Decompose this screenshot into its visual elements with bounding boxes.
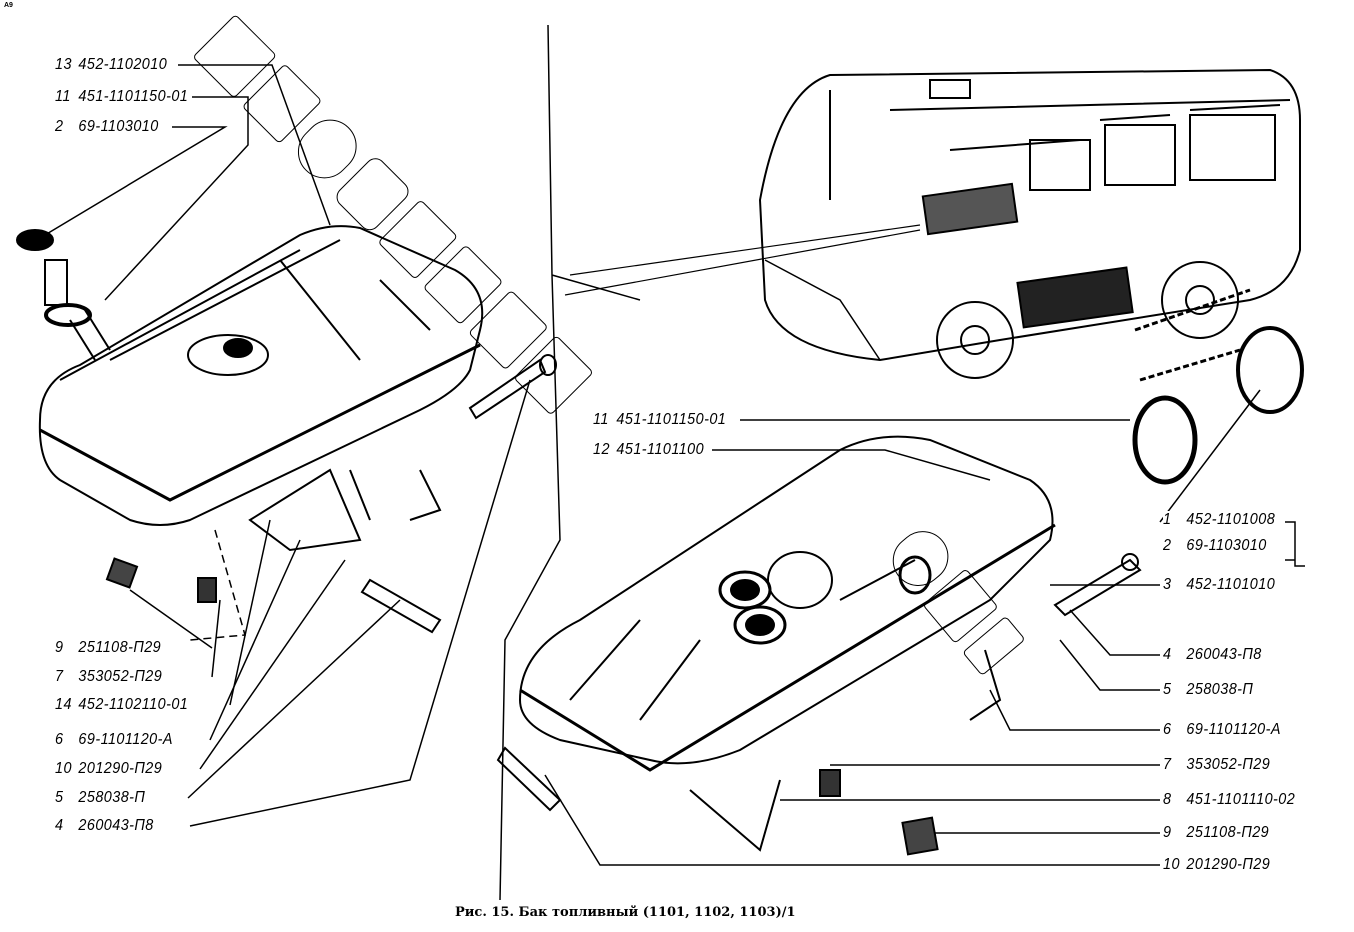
callout-number: 11 bbox=[593, 411, 609, 428]
callout-number: 4 bbox=[1163, 646, 1172, 663]
callout-number: 2 bbox=[1163, 537, 1172, 554]
callout-number: 9 bbox=[55, 639, 64, 656]
callout-number: 14 bbox=[55, 696, 72, 713]
part-number: 251108-П29 bbox=[1186, 824, 1270, 841]
van-drawing bbox=[564, 68, 1301, 379]
right-callout: 4 260043-П8 bbox=[1163, 646, 1262, 664]
part-number: 452-1101008 bbox=[1186, 511, 1276, 528]
callout-number: 10 bbox=[55, 760, 72, 777]
callout-number: 8 bbox=[1163, 791, 1172, 808]
part-number: 353052-П29 bbox=[78, 668, 163, 685]
part-number: 451-1101100 bbox=[616, 441, 705, 458]
left-fuel-tank-drawing bbox=[16, 225, 557, 641]
left-leader-lines bbox=[44, 64, 531, 827]
callout-number: 6 bbox=[1163, 721, 1172, 738]
right-callout: 6 69-1101120-А bbox=[1163, 721, 1281, 739]
part-number: 260043-П8 bbox=[78, 817, 154, 834]
callout-number: 5 bbox=[55, 789, 64, 806]
left-bottom-callout: 10 201290-П29 bbox=[55, 760, 163, 778]
left-top-callout: 11 451-1101150-01 bbox=[55, 88, 189, 106]
callout-number: 7 bbox=[1163, 756, 1172, 773]
part-number: 258038-П bbox=[1186, 681, 1254, 698]
watermark-graphic bbox=[194, 15, 1024, 675]
callout-number: 2 bbox=[55, 118, 64, 135]
left-bottom-callout: 5 258038-П bbox=[55, 789, 146, 807]
callout-number: 12 bbox=[593, 441, 610, 458]
right-fuel-tank-drawing bbox=[496, 288, 1304, 856]
part-number: 201290-П29 bbox=[1186, 856, 1271, 873]
left-bottom-callout: 6 69-1101120-А bbox=[55, 731, 173, 749]
left-bottom-callout: 4 260043-П8 bbox=[55, 817, 154, 835]
part-number: 452-1102010 bbox=[78, 56, 168, 73]
left-bottom-callout: 9 251108-П29 bbox=[55, 639, 162, 657]
part-number: 69-1101120-А bbox=[1186, 721, 1281, 738]
part-number: 452-1102110-01 bbox=[78, 696, 189, 713]
right-callout: 8 451-1101110-02 bbox=[1163, 791, 1296, 809]
right-leader-lines bbox=[544, 389, 1305, 866]
right-callout: 5 258038-П bbox=[1163, 681, 1254, 699]
figure-caption: Рис. 15. Бак топливный (1101, 1102, 1103… bbox=[455, 905, 796, 920]
part-number: 452-1101010 bbox=[1186, 576, 1276, 593]
left-bottom-callout: 7 353052-П29 bbox=[55, 668, 163, 686]
callout-number: 1 bbox=[1163, 511, 1172, 528]
part-number: 69-1103010 bbox=[78, 118, 159, 135]
callout-number: 6 bbox=[55, 731, 64, 748]
part-number: 201290-П29 bbox=[78, 760, 163, 777]
part-number: 69-1103010 bbox=[1186, 537, 1267, 554]
callout-number: 11 bbox=[55, 88, 71, 105]
right-callout: 7 353052-П29 bbox=[1163, 756, 1271, 774]
part-number: 451-1101150-01 bbox=[616, 411, 727, 428]
right-callout: 3 452-1101010 bbox=[1163, 576, 1276, 594]
part-number: 251108-П29 bbox=[78, 639, 162, 656]
middle-callout: 12 451-1101100 bbox=[593, 441, 705, 459]
part-number: 451-1101110-02 bbox=[1186, 791, 1296, 808]
callout-number: 3 bbox=[1163, 576, 1172, 593]
part-number: 353052-П29 bbox=[1186, 756, 1271, 773]
part-number: 260043-П8 bbox=[1186, 646, 1262, 663]
right-callout: 2 69-1103010 bbox=[1163, 537, 1267, 555]
right-callout: 9 251108-П29 bbox=[1163, 824, 1270, 842]
left-bottom-callout: 14 452-1102110-01 bbox=[55, 696, 189, 714]
callout-number: 7 bbox=[55, 668, 64, 685]
callout-number: 9 bbox=[1163, 824, 1172, 841]
callout-number: 10 bbox=[1163, 856, 1180, 873]
right-callout: 10 201290-П29 bbox=[1163, 856, 1271, 874]
section-divider-line bbox=[499, 24, 641, 901]
middle-callout: 11 451-1101150-01 bbox=[593, 411, 727, 429]
left-top-callout: 13 452-1102010 bbox=[55, 56, 168, 74]
callout-number: 4 bbox=[55, 817, 64, 834]
right-callout: 1 452-1101008 bbox=[1163, 511, 1276, 529]
corner-mark: A9 bbox=[4, 2, 13, 9]
callout-number: 5 bbox=[1163, 681, 1172, 698]
part-number: 451-1101150-01 bbox=[78, 88, 189, 105]
part-number: 69-1101120-А bbox=[78, 731, 173, 748]
callout-number: 13 bbox=[55, 56, 72, 73]
left-top-callout: 2 69-1103010 bbox=[55, 118, 159, 136]
part-number: 258038-П bbox=[78, 789, 146, 806]
